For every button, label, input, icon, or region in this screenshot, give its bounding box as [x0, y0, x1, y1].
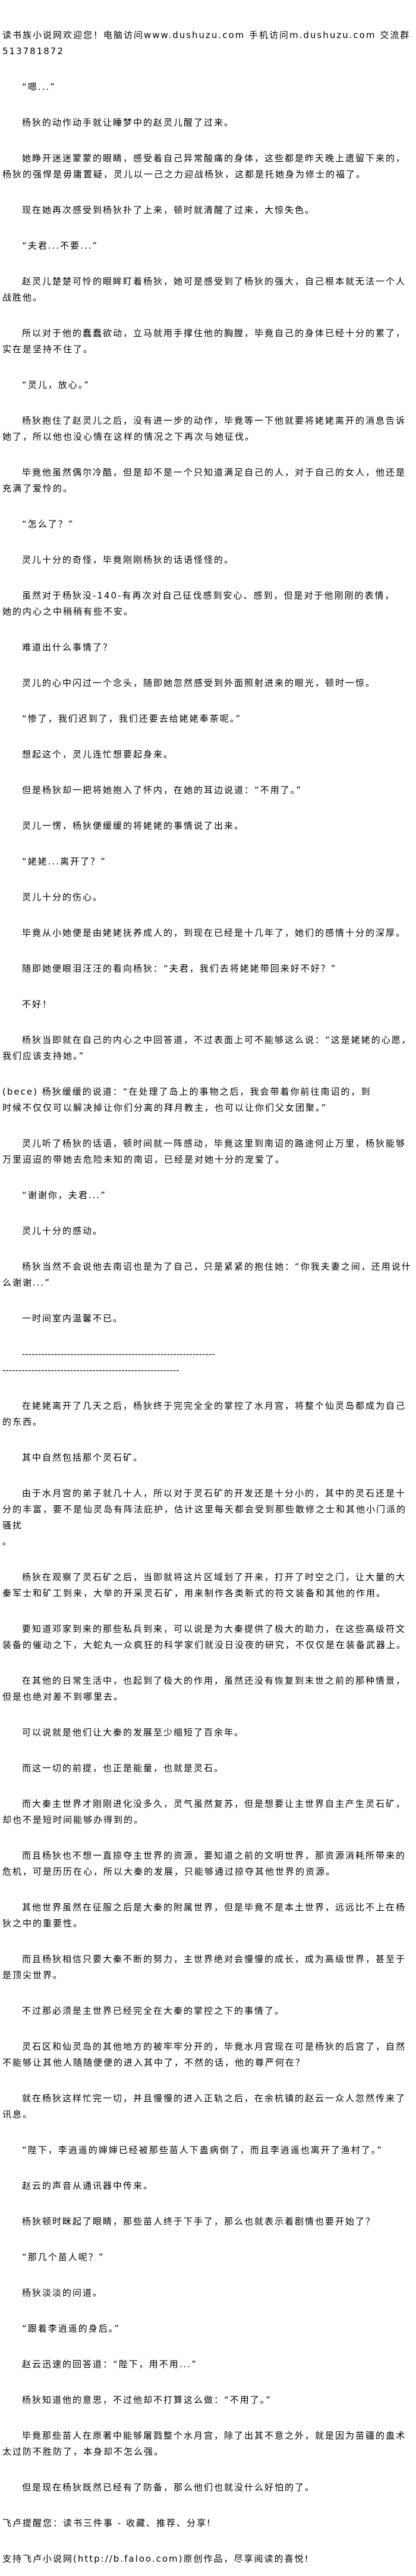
paragraph: 而且杨狄相信只要大秦不断的努力，主世界绝对会慢慢的成长，成为高级世界，甚至于是顶… — [2, 1954, 406, 1980]
paragraph: 赵云迅速的回答道：“陛下，用不用...” — [22, 2359, 197, 2370]
paragraph: 想起这个，灵儿连忙想要起身来。 — [22, 749, 174, 760]
paragraph: 其中自然包括那个灵石矿。 — [22, 1452, 144, 1463]
paragraph: “姥姥...离开了？” — [22, 856, 106, 867]
separator: ----------------------------------------… — [2, 1349, 215, 1375]
paragraph: 杨狄当然不会说他去南诏也是为了自己，只是紧紧的抱住她：“你我夫妻之间，还用说什么… — [2, 1261, 412, 1288]
paragraph: 毕竟从小她便是由姥姥抚养成人的，到现在已经是十几年了，她们的感情十分的深厚。 — [22, 927, 406, 938]
paragraph: 而这一切的前提，也正是能量，也就是灵石。 — [22, 1763, 225, 1773]
paragraph: 在姥姥离开了几天之后，杨狄终于完完全全的掌控了水月宫，将整个仙灵岛都成为自己的东… — [2, 1400, 406, 1427]
paragraph: 但是杨狄却一把将她抱入了怀内，在她的耳边说道：“不用了。” — [22, 785, 302, 795]
paragraph: 难道出什么事情了？ — [22, 642, 114, 653]
paragraph: 灵儿的心中闪过一个念头，随即她忽然感受到外面照射进来的眼光，顿时一惊。 — [22, 678, 376, 688]
paragraph: 而大秦主世界才刚刚进化没多久，灵气虽然复苏，但是想要让主世界自主产生灵石矿，却也… — [2, 1798, 406, 1825]
paragraph: 一时间室内温馨不已。 — [22, 1313, 124, 1324]
footer-reminder: 飞卢提醒您：读书三件事 - 收藏、推荐、分享! — [2, 2518, 212, 2528]
paragraph: 随即她便眼泪汪汪的看向杨狄：“夫君，我们去将姥姥带回来好不好？” — [22, 963, 337, 974]
paragraph: 她睁开迷迷蒙蒙的眼睛，感受着自己异常酸痛的身体，这些都是昨天晚上遗留下来的，杨狄… — [2, 153, 406, 180]
paragraph: 杨狄当即就在自己的内心之中回答道，不过表面上可不能够这么说：“这是姥姥的心愿，我… — [2, 1035, 412, 1061]
paragraph: 杨狄的动作动手就让睡梦中的赵灵儿醒了过来。 — [22, 117, 235, 128]
paragraph: 杨狄顿时眯起了眼睛，那些苗人终于下手了，那么也就表示着剧情也要开始了？ — [22, 2216, 376, 2227]
paragraph: 要知道邓家到来的那些私兵到来，可以说是为大秦提供了极大的助力，在这些高级符文装备… — [2, 1624, 407, 1650]
paragraph: 在其他的日常生活中，也起到了极大的作用，虽然还没有恢复到末世之前的那种情景，但是… — [2, 1675, 406, 1702]
paragraph: 现在她再次感受到杨狄扑了上来，顿时就清醒了过来，大惊失色。 — [22, 205, 316, 215]
paragraph: “跟着李逍遥的身后。” — [22, 2323, 121, 2334]
paragraph: “怎么了？” — [22, 519, 74, 529]
paragraph: “嗯...” — [22, 82, 56, 92]
paragraph: “陛下，李逍遥的婶婶已经被那些苗人下蛊病倒了，而且李逍遥也离开了渔村了。” — [22, 2145, 383, 2155]
paragraph: 赵灵儿楚楚可怜的眼眸盯着杨狄，她可是感受到了杨狄的强大，自己根本就无法一个人战胜… — [2, 276, 406, 303]
paragraph: “夫君...不要...” — [22, 240, 99, 251]
paragraph: 杨狄知道他的意思，不过他却不打算这么做：“不用了。” — [22, 2395, 272, 2405]
paragraph: “谢谢你，夫君...” — [22, 1190, 106, 1201]
paragraph: 但是现在杨狄既然已经有了防备，那么他们也就没什么好怕的了。 — [22, 2482, 316, 2493]
paragraph: 其他世界虽然在征服之后是大秦的附属世界，但是毕竟不是本土世界，远远比不上在杨狄之… — [2, 1902, 406, 1929]
paragraph: 虽然对于杨狄没-140-有再次对自己征伐感到安心、感到，但是对于他刚刚的表情， … — [2, 590, 395, 617]
paragraph: 由于水月宫的弟子就几十人，所以对于灵石矿的开发还是十分小的，其中的灵石还是十分的… — [2, 1488, 407, 1547]
paragraph: (bece) 杨狄缓缓的说道：“在处理了岛上的事物之后，我会带着你前往南诏的，到… — [2, 1086, 371, 1113]
paragraph: 不好！ — [22, 999, 53, 1010]
paragraph: 灵儿十分的伤心。 — [22, 892, 103, 902]
paragraph: 所以对于他的蠢蠢欲动，立马就用手撑住他的胸膛，毕竟自己的身体已经十分的累了，实在… — [2, 328, 406, 355]
paragraph: 毕竟他虽然偶尔冷酷，但是却不是一个只知道满足自己的人，对于自己的女人，他还是充满… — [2, 467, 406, 494]
paragraph: 杨狄淡淡的问道。 — [22, 2287, 103, 2298]
paragraph: 杨狄抱住了赵灵儿之后，没有进一步的动作，毕竟等一下他就要将姥姥离开的消息告诉她了… — [2, 415, 406, 442]
paragraph: 杨狄在观察了灵石矿之后，当即就将这片区域划了开来，打开了时空之门，让大量的大秦军… — [2, 1572, 406, 1599]
paragraph: 灵儿十分的奇怪，毕竟刚刚杨狄的话语怪怪的。 — [22, 554, 235, 565]
site-banner: 读书族小说网欢迎您！电脑访问www.dushuzu.com 手机访问m.dush… — [2, 30, 411, 57]
paragraph: “灵儿，放心。” — [22, 380, 90, 390]
paragraph: 不过那必须是主世界已经完全在大秦的掌控之下的事情了。 — [22, 2005, 285, 2016]
paragraph: 毕竟那些苗人在原著中能够屠戮整个水月宫，除了出其不意之外，就是因为苗疆的蛊术太过… — [2, 2430, 406, 2457]
paragraph: 赵云的声音从通讯器中传来。 — [22, 2180, 154, 2191]
paragraph: 灵石区和仙灵岛的其他地方的被牢牢分开的，毕竟水月宫现在可是杨狄的后宫了，自然不能… — [2, 2041, 406, 2068]
paragraph: 灵儿听了杨狄的话语，顿时间就一阵感动，毕竟这里到南诏的路途何止万里，杨狄能够万里… — [2, 1138, 406, 1165]
paragraph: “惨了，我们迟到了，我们还要去给姥姥奉茶呢。” — [22, 713, 242, 724]
paragraph: 就在杨狄这样忙完一切，并且慢慢的进入正轨之后，在余杭镇的赵云一众人忽然传来了讯息… — [2, 2093, 406, 2120]
paragraph: 灵儿一愣，杨狄便缓缓的将姥姥的事情说了出来。 — [22, 820, 245, 831]
paragraph: 可以说就是他们让大秦的发展至少缩短了百余年。 — [22, 1727, 245, 1738]
paragraph: “那几个苗人呢？” — [22, 2252, 105, 2262]
paragraph: 灵儿十分的感动。 — [22, 1226, 103, 1236]
paragraph: 而且杨狄也不想一直掠夺主世界的资源，要知道之前的文明世界，那资源消耗所带来的危机… — [2, 1850, 406, 1877]
footer-support: 支持飞卢小说网(http://b.faloo.com)原创作品，尽享阅读的喜悦! — [2, 2553, 310, 2564]
